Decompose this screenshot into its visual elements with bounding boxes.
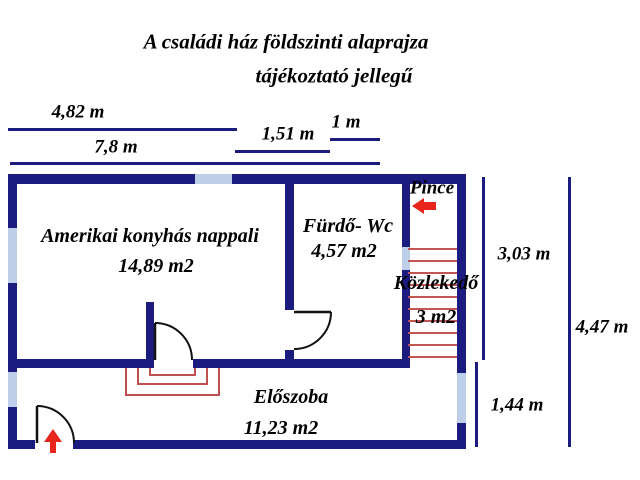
stair-tread	[408, 308, 457, 310]
outer-wall-top	[8, 174, 466, 184]
entry-step-outer	[125, 368, 220, 396]
stair-tread	[408, 344, 457, 346]
plan-subtitle: tájékoztató jellegű	[255, 63, 413, 88]
stair-tread	[408, 296, 457, 298]
dim-label-4-47: 4,47 m	[575, 316, 629, 338]
stair-tread	[408, 284, 457, 286]
room-area-living: 14,89 m2	[118, 255, 194, 277]
bath-door-arc	[293, 311, 332, 350]
dim-line-1-44	[475, 362, 478, 447]
room-label-hall: Közlekedő	[393, 272, 479, 294]
living-door-opening	[154, 359, 193, 368]
window-left-entry	[8, 372, 17, 407]
stair-tread	[408, 320, 457, 322]
window-bath-corridor	[402, 247, 410, 270]
dim-label-7-8: 7,8 m	[94, 136, 138, 158]
outer-wall-right	[457, 174, 466, 449]
dim-line-1m	[330, 138, 380, 141]
stair-tread	[408, 356, 457, 358]
dim-label-1-44: 1,44 m	[490, 394, 544, 416]
outer-wall-left	[8, 174, 17, 449]
room-area-bath: 4,57 m2	[311, 240, 377, 262]
stair-tread	[408, 260, 457, 262]
dim-label-1m: 1 m	[331, 111, 361, 133]
window-top	[195, 174, 232, 184]
entry-door-opening	[35, 440, 73, 449]
dim-line-3-03	[482, 177, 485, 360]
window-right-entry	[457, 373, 466, 423]
window-left-living	[8, 228, 17, 283]
room-label-entry: Előszoba	[253, 386, 329, 408]
entry-step-middle	[137, 368, 208, 385]
kitchen-stub-wall	[146, 302, 154, 359]
wall-living-bath	[285, 174, 294, 368]
entry-door-arc	[36, 405, 75, 444]
bath-door-opening	[285, 310, 294, 350]
room-label-living: Amerikai konyhás nappali	[41, 225, 259, 247]
outer-wall-bottom	[8, 440, 466, 449]
basement-arrow-icon	[412, 198, 436, 214]
dim-line-4-47	[568, 177, 571, 447]
dim-label-4-82: 4,82 m	[51, 101, 105, 123]
entry-step-inner	[149, 368, 196, 376]
dim-line-7-8	[10, 162, 380, 165]
interior-wall-horizontal	[8, 359, 410, 368]
living-door-arc	[154, 322, 193, 361]
room-label-bath: Fürdő- Wc	[302, 215, 394, 237]
label-basement: Pince	[409, 177, 455, 199]
plan-title: A családi ház földszinti alaprajza	[143, 29, 429, 54]
stair-tread	[408, 248, 457, 250]
stair-tread	[408, 272, 457, 274]
room-area-entry: 11,23 m2	[243, 417, 319, 439]
room-area-hall: 3 m2	[415, 306, 457, 328]
dim-label-3-03: 3,03 m	[497, 243, 551, 265]
dim-line-4-82	[8, 128, 237, 131]
dim-line-1-51	[235, 150, 330, 153]
stair-tread	[408, 332, 457, 334]
dim-label-1-51: 1,51 m	[261, 123, 315, 145]
